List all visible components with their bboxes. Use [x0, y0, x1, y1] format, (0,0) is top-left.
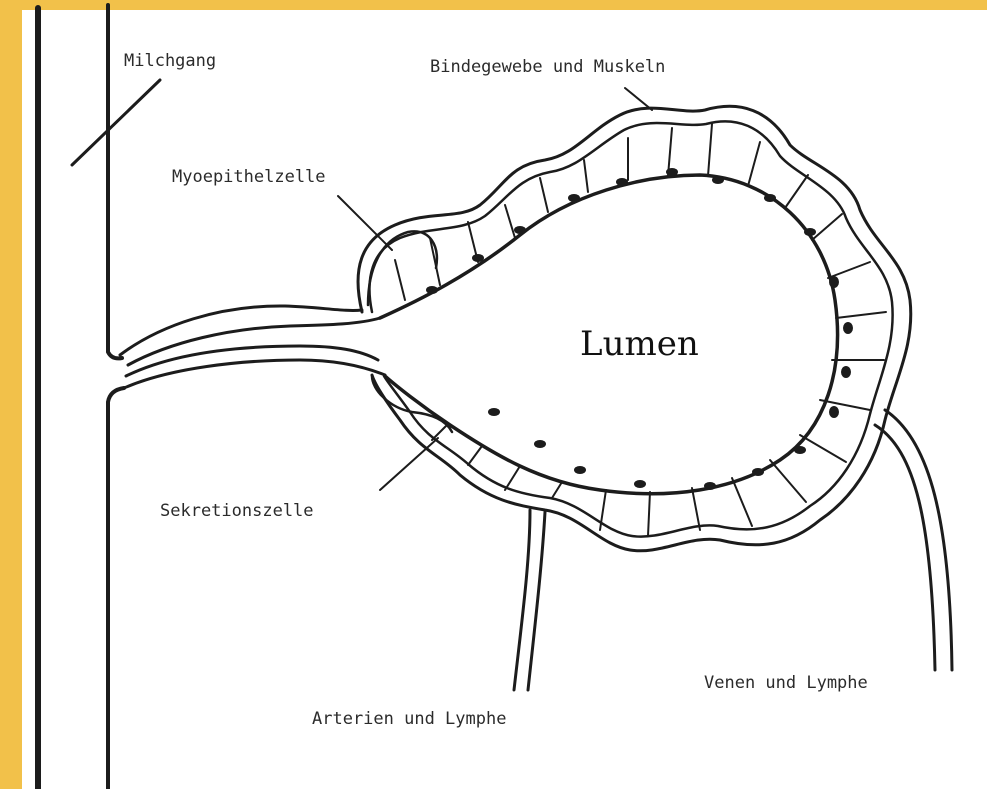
vein-vessel-left — [875, 425, 935, 670]
myoepithel-pointer — [338, 196, 392, 250]
label-myoepithelzelle: Myoepithelzelle — [172, 167, 326, 187]
stalk-upper-inner — [128, 318, 380, 365]
milchgang-pointer — [72, 80, 160, 165]
milk-duct-wall-upper — [108, 5, 122, 358]
label-sekretionszelle: Sekretionszelle — [160, 501, 314, 521]
label-lumen: Lumen — [580, 324, 699, 364]
sekretion-pointer — [380, 438, 438, 490]
frame-left — [0, 0, 22, 789]
label-milchgang: Milchgang — [124, 51, 216, 71]
milk-duct-wall-lower — [108, 388, 124, 789]
label-arterien: Arterien und Lymphe — [312, 709, 506, 729]
vein-vessel-right — [885, 410, 952, 670]
stalk-lower-outer — [124, 360, 385, 388]
label-bindegewebe: Bindegewebe und Muskeln — [430, 57, 665, 77]
artery-vessel-left — [514, 510, 530, 690]
myoepithel-bulge-bottom — [372, 376, 452, 432]
frame-top — [0, 0, 987, 10]
bindegewebe-pointer — [625, 88, 652, 110]
label-venen: Venen und Lymphe — [704, 673, 868, 693]
